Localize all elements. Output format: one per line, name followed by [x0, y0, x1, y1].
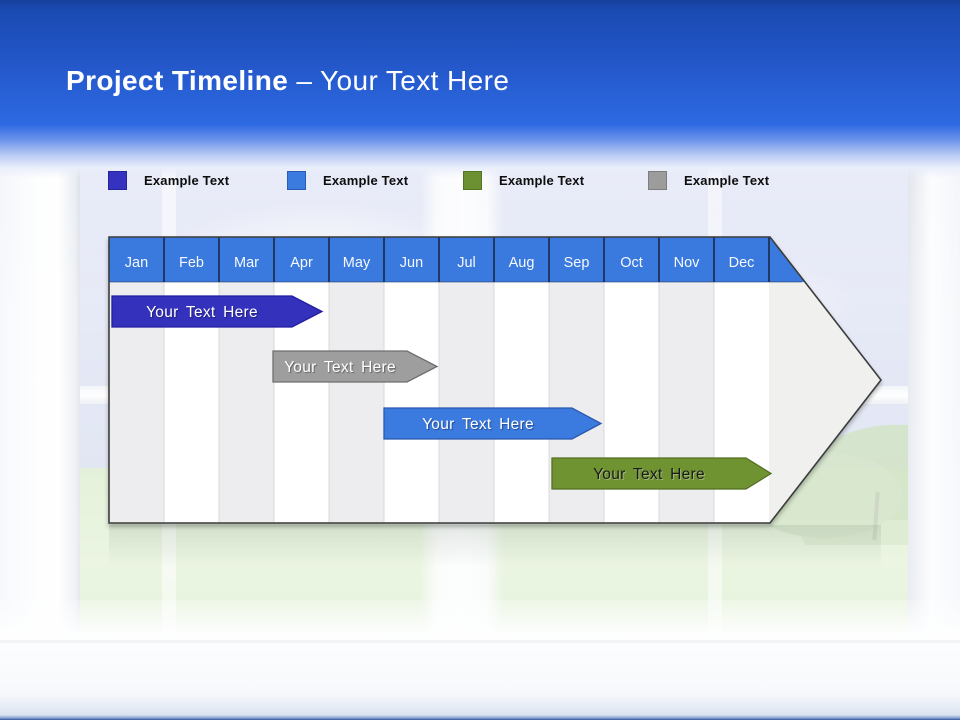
timeline-bar: [111, 295, 324, 328]
legend-swatch-darkblue: [108, 171, 127, 190]
timeline-bar-label: Your Text Here: [422, 416, 534, 433]
legend-label: Example Text: [499, 173, 585, 188]
timeline-bar: [272, 350, 439, 383]
timeline-reflection: [109, 525, 881, 567]
legend-item: Example Text: [648, 170, 769, 191]
title-band: [0, 0, 960, 178]
timeline-bar-label: Your Text Here: [284, 359, 396, 376]
legend-swatch-blue: [287, 171, 306, 190]
legend-label: Example Text: [323, 173, 409, 188]
page-title: Project Timeline – Your Text Here: [66, 62, 509, 100]
legend-item: Example Text: [287, 170, 408, 191]
month-label: Aug: [509, 255, 535, 271]
month-label: Mar: [234, 255, 259, 271]
month-label: Jan: [125, 255, 148, 271]
legend-item: Example Text: [463, 170, 584, 191]
month-column: [494, 282, 549, 523]
timeline-bar: [551, 457, 773, 490]
month-label: Jul: [457, 255, 476, 271]
footer-band: [0, 694, 960, 720]
timeline-bar: [383, 407, 603, 440]
timeline-bar-label: Your Text Here: [146, 304, 258, 321]
month-label: Nov: [674, 255, 701, 271]
month-label: May: [343, 255, 371, 271]
legend-label: Example Text: [144, 173, 230, 188]
month-column: [384, 282, 439, 523]
legend-swatch-gray: [648, 171, 667, 190]
timeline-bar-label: Your Text Here: [593, 466, 705, 483]
month-label: Dec: [729, 255, 755, 271]
legend-swatch-green: [463, 171, 482, 190]
month-label: Apr: [290, 255, 313, 271]
legend-label: Example Text: [684, 173, 770, 188]
month-column: [329, 282, 384, 523]
title-regular-part: – Your Text Here: [296, 65, 510, 96]
timeline-arrow-outline: [108, 236, 883, 524]
month-label: Jun: [400, 255, 423, 271]
legend-item: Example Text: [108, 170, 229, 191]
month-column: [439, 282, 494, 523]
month-label: Sep: [564, 255, 590, 271]
month-label: Oct: [620, 255, 643, 271]
title-bold-part: Project Timeline: [66, 65, 297, 96]
month-label: Feb: [179, 255, 204, 271]
